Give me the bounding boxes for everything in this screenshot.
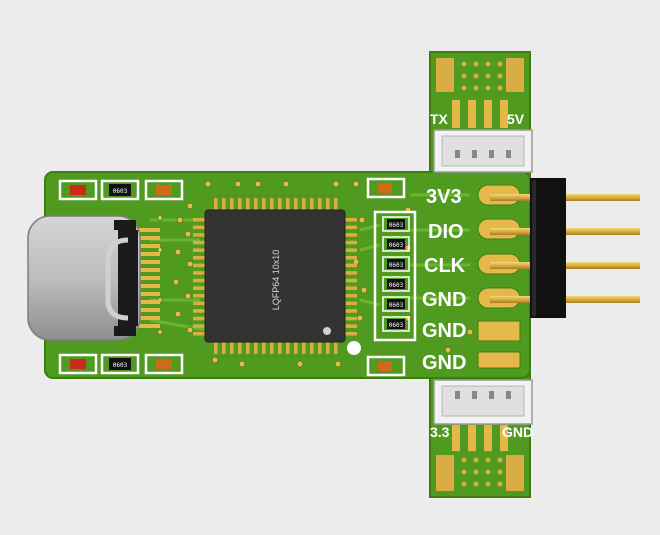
cap-bottom-right [366,355,406,377]
lqfp-chip: LQFP64 10x10 [193,198,357,354]
bottom-jst-connector [433,379,533,425]
pin-label-dio: DIO [428,221,464,243]
pin-label-gnd-1: GND [422,289,466,311]
pin-label-3v3: 3V3 [426,186,462,208]
left-top-part-label: 0603 [113,188,128,195]
top-connector-left-label: TX [430,111,449,127]
resistor-pack-label: 0603 [389,242,404,249]
bottom-connector-right-label: GND [502,424,533,440]
bottom-connector-left-label: 3.3 [430,424,450,440]
pin-header [490,178,640,318]
top-jst-connector [433,129,533,173]
chip-label: LQFP64 10x10 [271,250,281,311]
left-top-components: 0603 [58,179,184,201]
cap-top-right [366,177,406,199]
resistor-pack-label: 0603 [389,262,404,269]
resistor-pack-label: 0603 [389,282,404,289]
left-bottom-part-label: 0603 [113,362,128,369]
pin-label-gnd-2: GND [422,320,466,342]
top-connector-right-label: 5V [507,111,525,127]
left-bottom-components: 0603 [58,353,184,375]
resistor-pack-label: 0603 [389,222,404,229]
usb-c-connector [27,215,160,341]
resistor-column: 0603 0603 0603 0603 0603 0603 [373,210,417,342]
test-point [347,341,361,355]
pin-label-gnd-3: GND [422,352,466,374]
resistor-pack-label: 0603 [389,322,404,329]
resistor-pack-label: 0603 [389,302,404,309]
pin-label-clk: CLK [424,255,466,277]
